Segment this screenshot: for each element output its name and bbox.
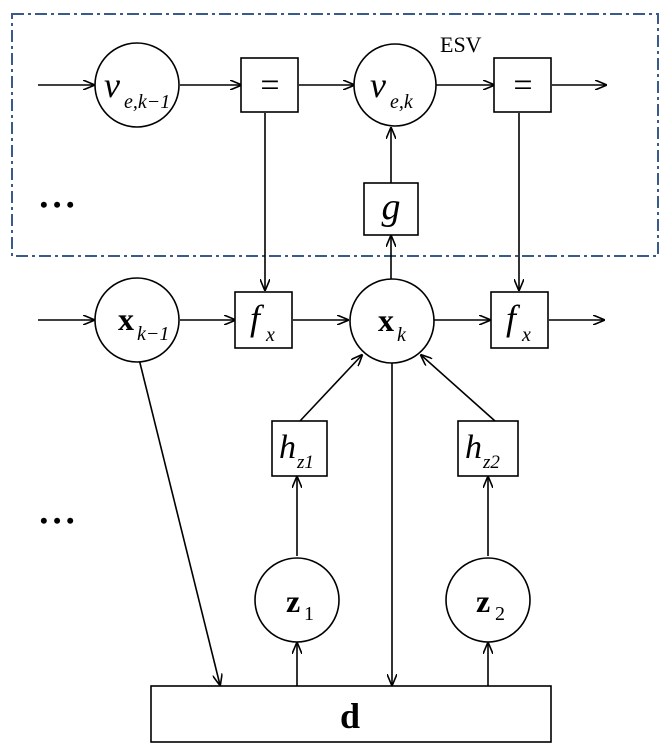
d-label: d bbox=[340, 696, 360, 736]
variable-node-v-e-k: v e,k bbox=[353, 43, 437, 127]
equality-factor-2: = bbox=[493, 57, 552, 113]
data-factor-d: d bbox=[150, 685, 552, 743]
z1-sub: 1 bbox=[304, 603, 314, 625]
eq1-label: = bbox=[260, 67, 279, 104]
state-node-x-k-minus-1: x k−1 bbox=[94, 277, 180, 363]
x-prev-sub: k−1 bbox=[137, 323, 169, 345]
equality-factor-1: = bbox=[240, 57, 299, 113]
v-prev-base: v bbox=[104, 65, 120, 105]
fx1-sub: x bbox=[265, 324, 275, 346]
v-curr-base: v bbox=[370, 65, 386, 105]
hz1-base: h bbox=[279, 429, 296, 466]
hz2-sub: z2 bbox=[482, 452, 500, 473]
z2-base: z bbox=[476, 583, 490, 619]
ellipsis-top: • • • bbox=[40, 192, 74, 217]
state-node-x-k: x k bbox=[349, 278, 435, 364]
x-curr-base: x bbox=[378, 302, 394, 338]
v-prev-sub: e,k−1 bbox=[124, 91, 170, 113]
x-curr-sub: k bbox=[397, 324, 407, 346]
edge-hz2-x-curr bbox=[421, 355, 496, 422]
edge-x-prev-d bbox=[138, 358, 220, 685]
ellipsis-bottom: • • • bbox=[40, 508, 74, 533]
v-curr-sub: e,k bbox=[390, 91, 414, 113]
z2-sub: 2 bbox=[495, 603, 505, 625]
measurement-node-z1: z 1 bbox=[254, 557, 340, 643]
fx-factor-1: f x bbox=[234, 291, 293, 349]
edge-hz1-x-curr bbox=[299, 355, 362, 422]
eq2-label: = bbox=[513, 67, 532, 104]
fx2-sub: x bbox=[521, 324, 531, 346]
g-factor: g bbox=[363, 182, 419, 236]
hz2-factor: h z2 bbox=[457, 420, 519, 477]
z1-base: z bbox=[286, 583, 300, 619]
hz1-sub: z1 bbox=[296, 452, 314, 473]
x-prev-base: x bbox=[118, 301, 134, 337]
hz1-factor: h z1 bbox=[271, 420, 328, 477]
esv-label: ESV bbox=[440, 32, 482, 57]
hz2-base: h bbox=[465, 429, 482, 466]
fx-factor-2: f x bbox=[490, 291, 549, 349]
esv-frame bbox=[11, 13, 659, 257]
g-label: g bbox=[382, 186, 401, 228]
variable-node-v-e-k-minus-1: v e,k−1 bbox=[94, 42, 180, 128]
measurement-node-z2: z 2 bbox=[445, 557, 531, 643]
